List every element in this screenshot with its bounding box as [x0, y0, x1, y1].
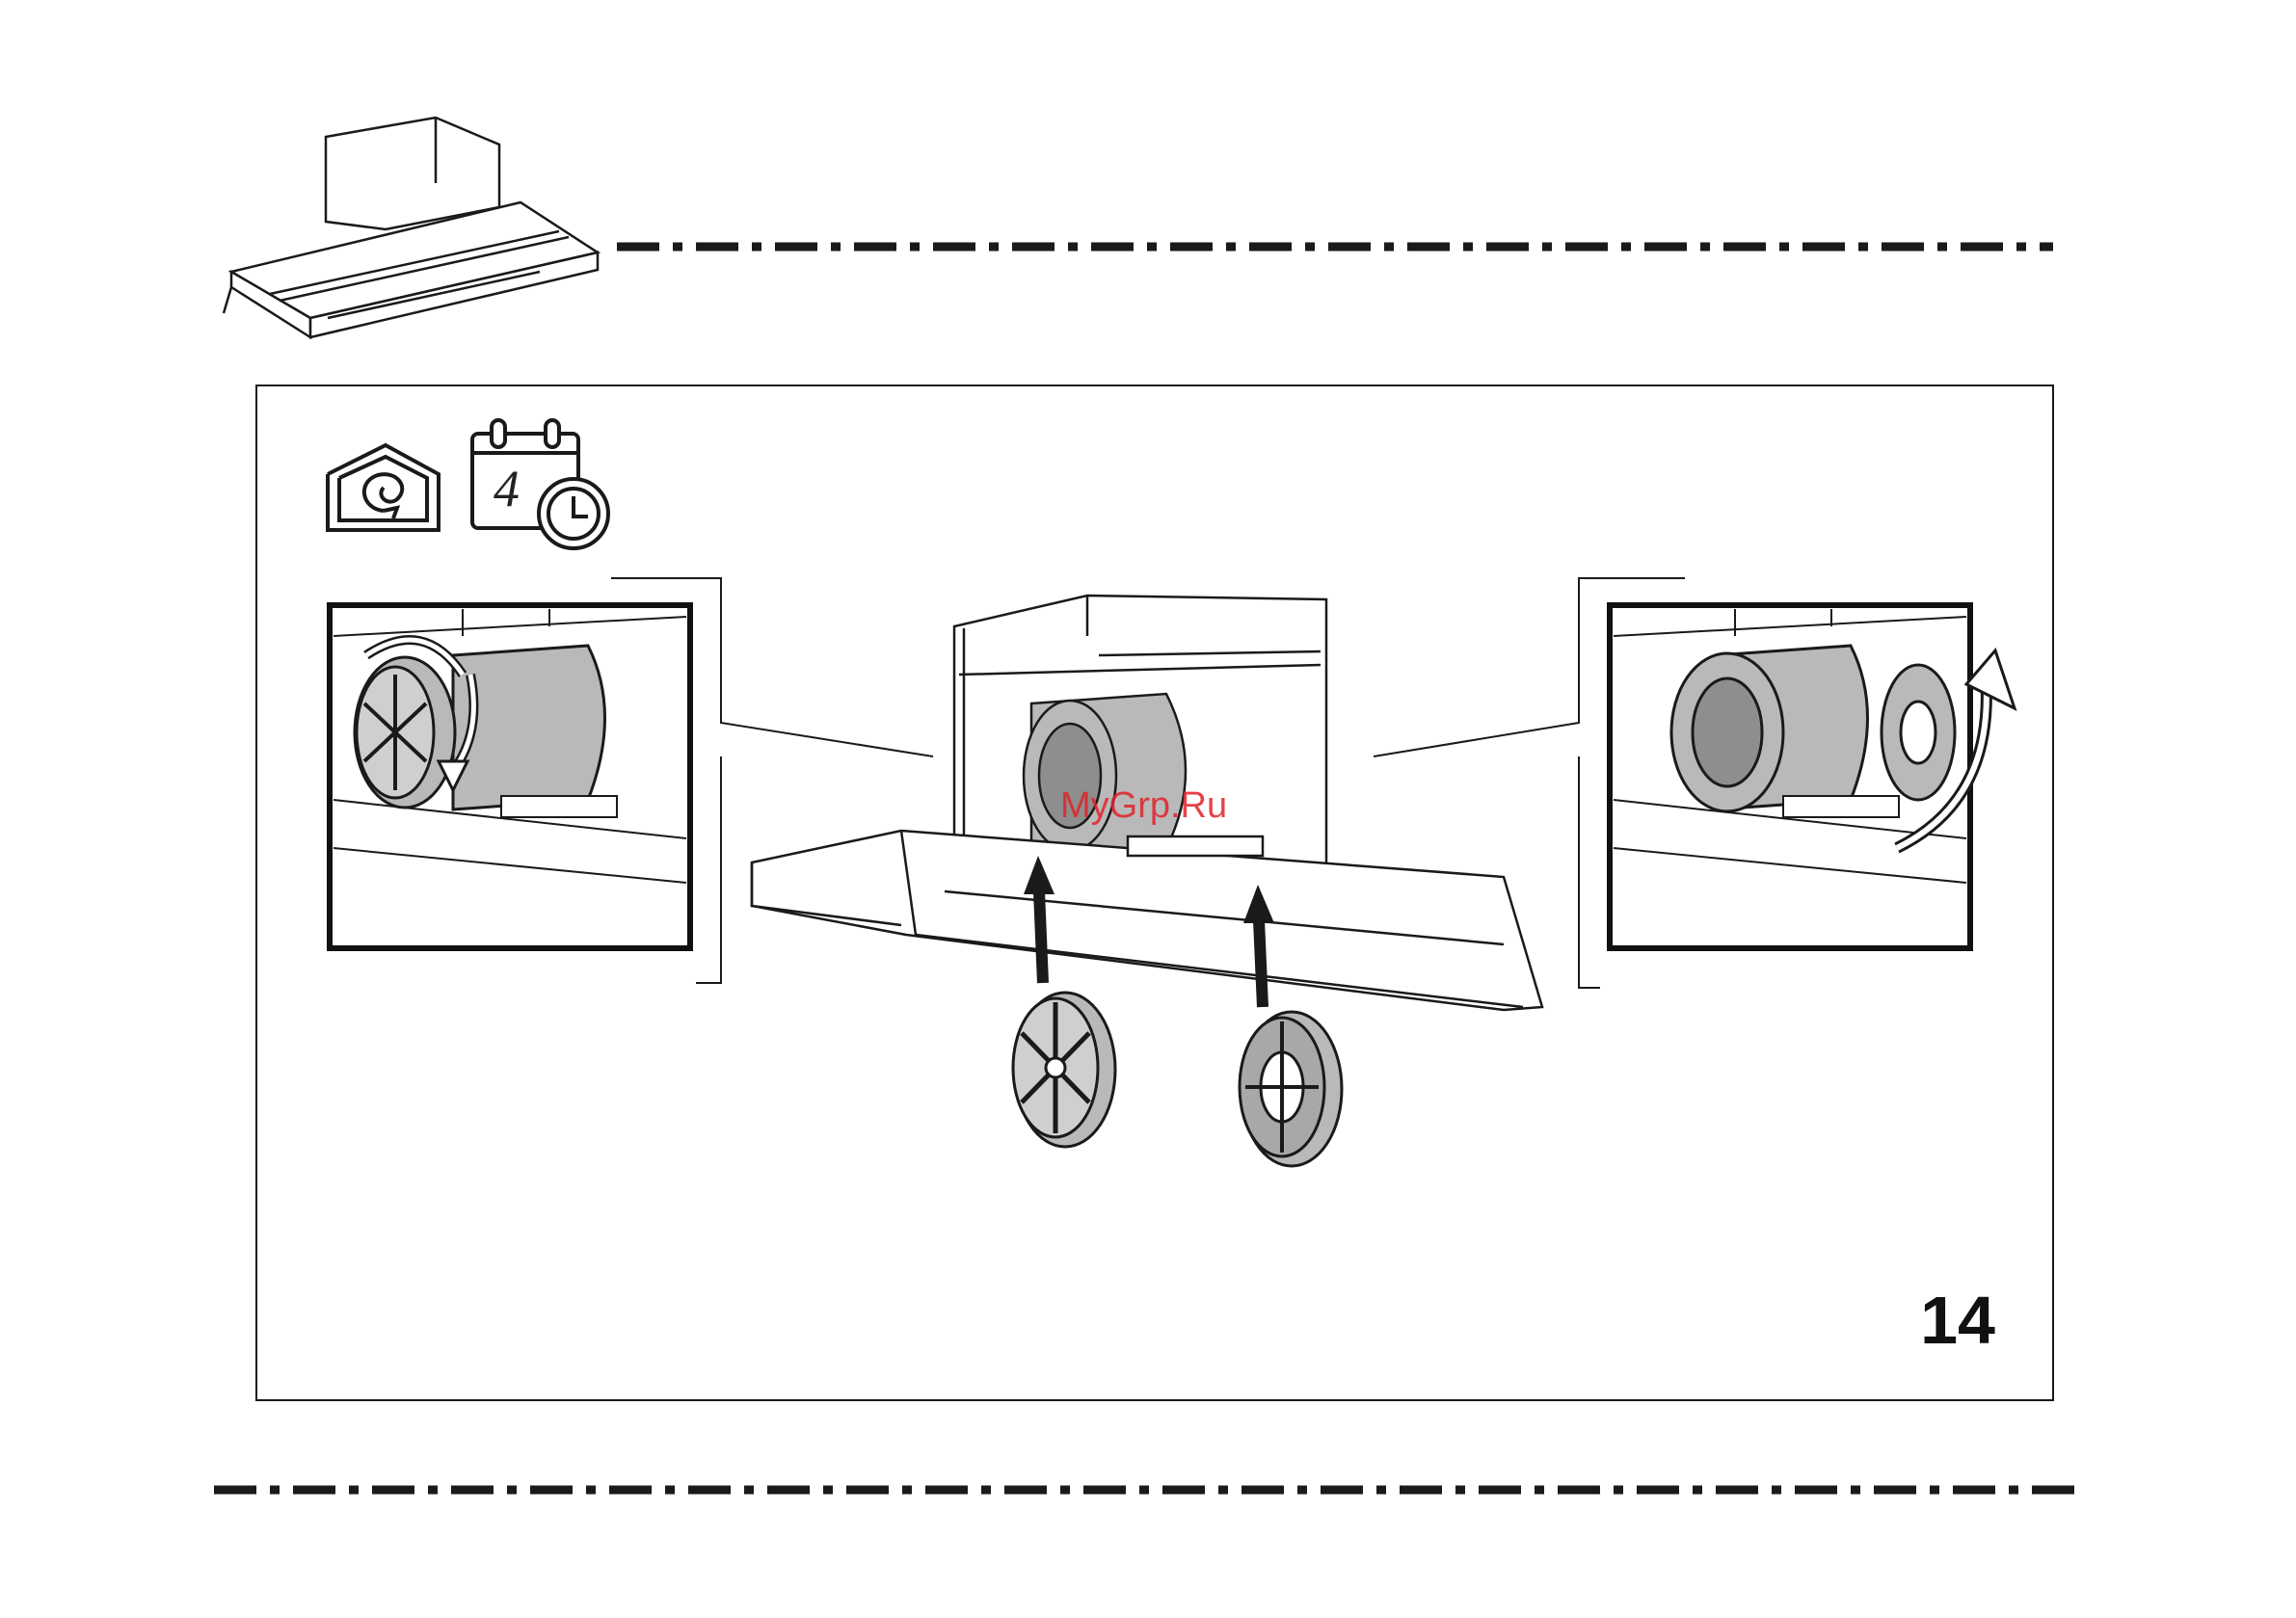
- watermark: MyGrp.Ru: [1060, 785, 1227, 827]
- carbon-filter-grille: [1240, 1012, 1342, 1166]
- hood-thumbnail: [224, 118, 598, 337]
- calendar-digit: 4: [494, 459, 520, 518]
- house-recirculation-icon: [328, 445, 439, 530]
- carbon-filter-flat: [1013, 993, 1115, 1147]
- step-number: 14: [1889, 1282, 1995, 1359]
